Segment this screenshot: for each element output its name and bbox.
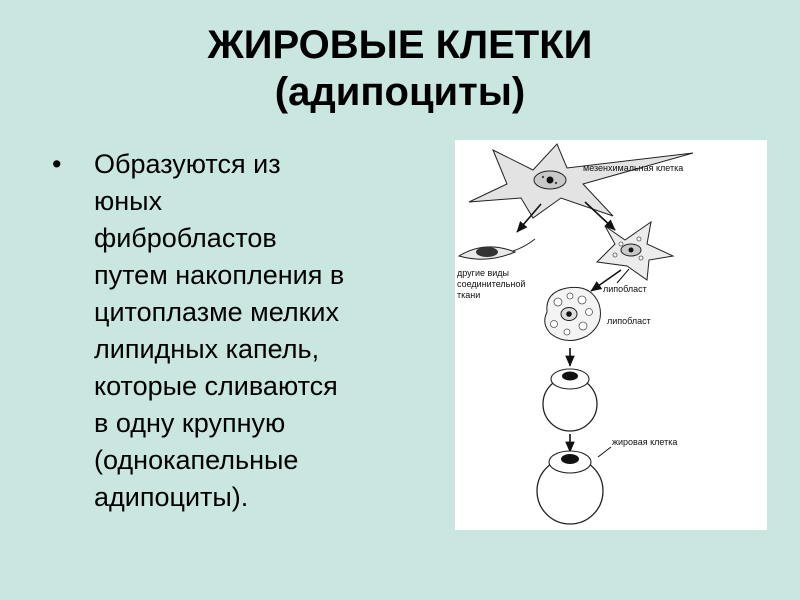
mesenchymal-cell-shape (468, 143, 694, 219)
lipoblast-star-cell-shape (595, 220, 675, 281)
lipoblast-blob-cell-shape (544, 286, 601, 341)
mature-fat-cell-shape (536, 450, 604, 525)
diagram-panel: мезенхимальная клетка другие виды соедин… (455, 140, 767, 530)
slide-title-line2: (адипоциты) (274, 70, 526, 115)
arrow-to-other-tissue (516, 203, 542, 233)
label-fat-cell: жировая клетка (612, 437, 678, 447)
adipocyte-differentiation-diagram (457, 143, 694, 525)
label-mesenchymal-cell: мезенхимальная клетка (583, 163, 684, 173)
slide-title: ЖИРОВЫЕ КЛЕТКИ (адипоциты) (0, 22, 800, 116)
arrow-star-to-blob (590, 269, 622, 292)
label-lipoblast-2: липобласт (607, 316, 651, 326)
label-other-connective-tissue: другие виды соединительной ткани (457, 268, 526, 300)
bullet-marker: • (52, 149, 62, 179)
arrow-to-lipoblast (584, 201, 616, 231)
young-fat-cell-shape (542, 368, 598, 432)
label-lipoblast-1: липобласт (603, 284, 647, 294)
fat-cell-label-pointer-line (597, 446, 612, 458)
lipoblast-label-pointer-line (616, 268, 630, 284)
connective-tissue-cell-shape (457, 238, 536, 260)
bullet-text: Образуются из юных фибробластов путем на… (94, 149, 345, 512)
bullet-item: • Образуются из юных фибробластов путем … (52, 146, 432, 516)
slide-title-line1: ЖИРОВЫЕ КЛЕТКИ (207, 23, 593, 67)
